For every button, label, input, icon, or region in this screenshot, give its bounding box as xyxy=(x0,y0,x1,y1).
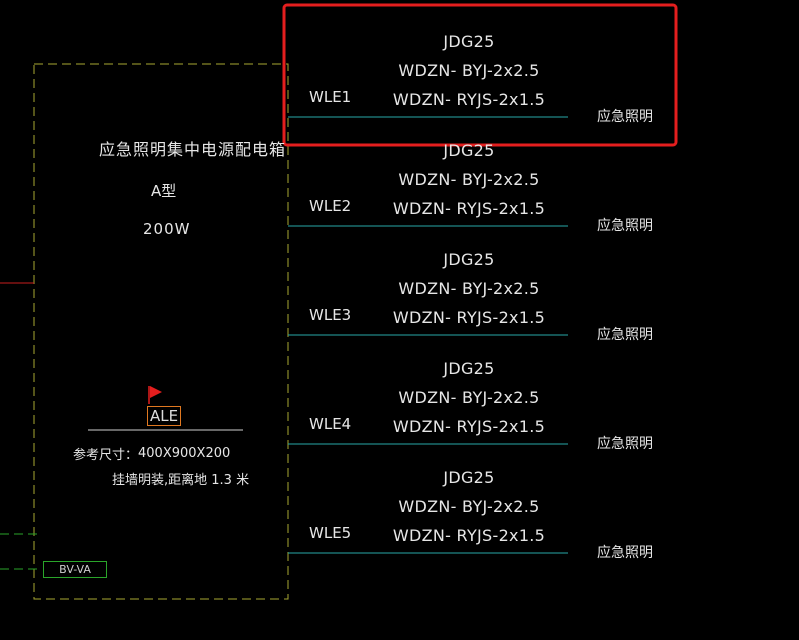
panel-power: 200W xyxy=(143,220,191,238)
load-label: 应急照明 xyxy=(597,327,653,343)
panel-type: A型 xyxy=(151,182,177,200)
highlight-box xyxy=(282,3,678,147)
load-label: 应急照明 xyxy=(597,109,653,125)
load-label: 应急照明 xyxy=(597,436,653,452)
panel-title: 应急照明集中电源配电箱 xyxy=(99,140,287,159)
conduit-label: JDG25 xyxy=(443,468,495,487)
circuit-id: WLE1 xyxy=(309,88,352,106)
cable-power-label: WDZN- BYJ-2x2.5 xyxy=(398,61,540,80)
cable-power-label: WDZN- BYJ-2x2.5 xyxy=(398,279,540,298)
panel-size-value: 400X900X200 xyxy=(138,446,231,461)
cable-power-label: WDZN- BYJ-2x2.5 xyxy=(398,388,540,407)
circuit-id: WLE4 xyxy=(309,415,352,433)
panel-label-ale: ALE xyxy=(147,406,182,426)
panel-size-label: 参考尺寸： xyxy=(73,448,139,463)
panel-boundary xyxy=(33,63,289,600)
feed-cable-label: BV-VA xyxy=(43,561,107,578)
panel-mount-note: 挂墙明装,距离地 1.3 米 xyxy=(112,473,250,488)
conduit-label: JDG25 xyxy=(443,359,495,378)
cable-power-label: WDZN- BYJ-2x2.5 xyxy=(398,497,540,516)
cable-power-label: WDZN- BYJ-2x2.5 xyxy=(398,170,540,189)
cable-signal-label: WDZN- RYJS-2x1.5 xyxy=(392,417,546,436)
conduit-label: JDG25 xyxy=(443,250,495,269)
circuit-id: WLE3 xyxy=(309,306,352,324)
flag-icon xyxy=(150,386,162,398)
cable-signal-label: WDZN- RYJS-2x1.5 xyxy=(392,308,546,327)
circuit-id: WLE5 xyxy=(309,524,352,542)
load-label: 应急照明 xyxy=(597,218,653,234)
conduit-label: JDG25 xyxy=(443,141,495,160)
cable-signal-label: WDZN- RYJS-2x1.5 xyxy=(392,526,546,545)
cable-signal-label: WDZN- RYJS-2x1.5 xyxy=(392,90,546,109)
conduit-label: JDG25 xyxy=(443,32,495,51)
load-label: 应急照明 xyxy=(597,545,653,561)
cable-signal-label: WDZN- RYJS-2x1.5 xyxy=(392,199,546,218)
circuit-id: WLE2 xyxy=(309,197,352,215)
